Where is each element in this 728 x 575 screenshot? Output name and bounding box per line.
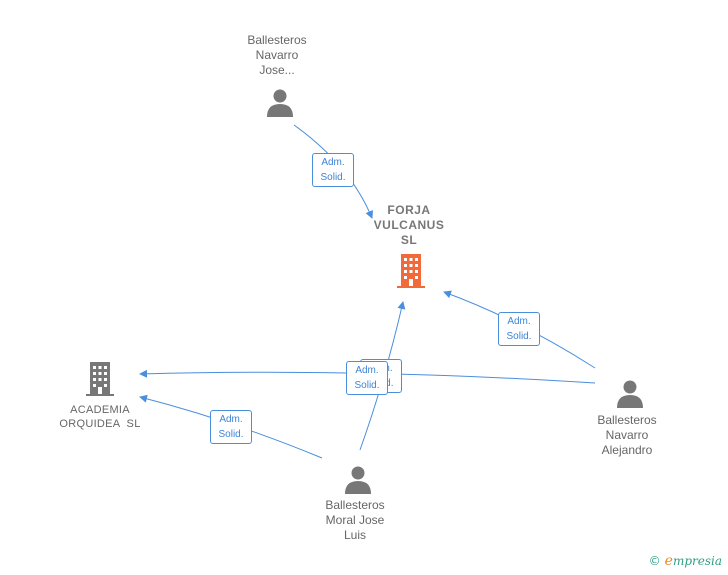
- brand-name: mpresia: [672, 554, 722, 568]
- company-node-forja[interactable]: FORJA VULCANUS SL: [362, 203, 456, 248]
- edge-label-top-forja[interactable]: Adm. Solid.: [312, 153, 354, 187]
- person-node-jose[interactable]: Ballesteros Navarro Jose...: [232, 33, 322, 78]
- person-icon[interactable]: [615, 378, 645, 408]
- company-label-academia: ACADEMIA ORQUIDEA SL: [59, 404, 141, 430]
- company-node-academia[interactable]: ACADEMIA ORQUIDEA SL: [50, 403, 150, 431]
- company-label-forja: FORJA VULCANUS SL: [373, 203, 445, 247]
- building-icon[interactable]: [395, 253, 427, 289]
- edge-label-bottom-forja[interactable]: Adm. Solid.: [346, 361, 388, 395]
- person-label-jose: Ballesteros Navarro Jose...: [247, 33, 307, 77]
- copyright-symbol: ©: [648, 554, 661, 568]
- building-icon[interactable]: [84, 361, 116, 397]
- person-icon[interactable]: [343, 464, 373, 494]
- edge-label-bottom-academia[interactable]: Adm. Solid.: [210, 410, 252, 444]
- person-node-alejandro[interactable]: Ballesteros Navarro Alejandro: [582, 413, 672, 458]
- brand-initial: e: [664, 553, 673, 569]
- person-icon[interactable]: [265, 87, 295, 117]
- empresia-watermark: ©empresia: [649, 553, 722, 569]
- person-label-alejandro: Ballesteros Navarro Alejandro: [597, 413, 657, 457]
- person-node-jose-luis[interactable]: Ballesteros Moral Jose Luis: [310, 498, 400, 543]
- person-label-jose-luis: Ballesteros Moral Jose Luis: [325, 498, 385, 542]
- edge-label-right-forja[interactable]: Adm. Solid.: [498, 312, 540, 346]
